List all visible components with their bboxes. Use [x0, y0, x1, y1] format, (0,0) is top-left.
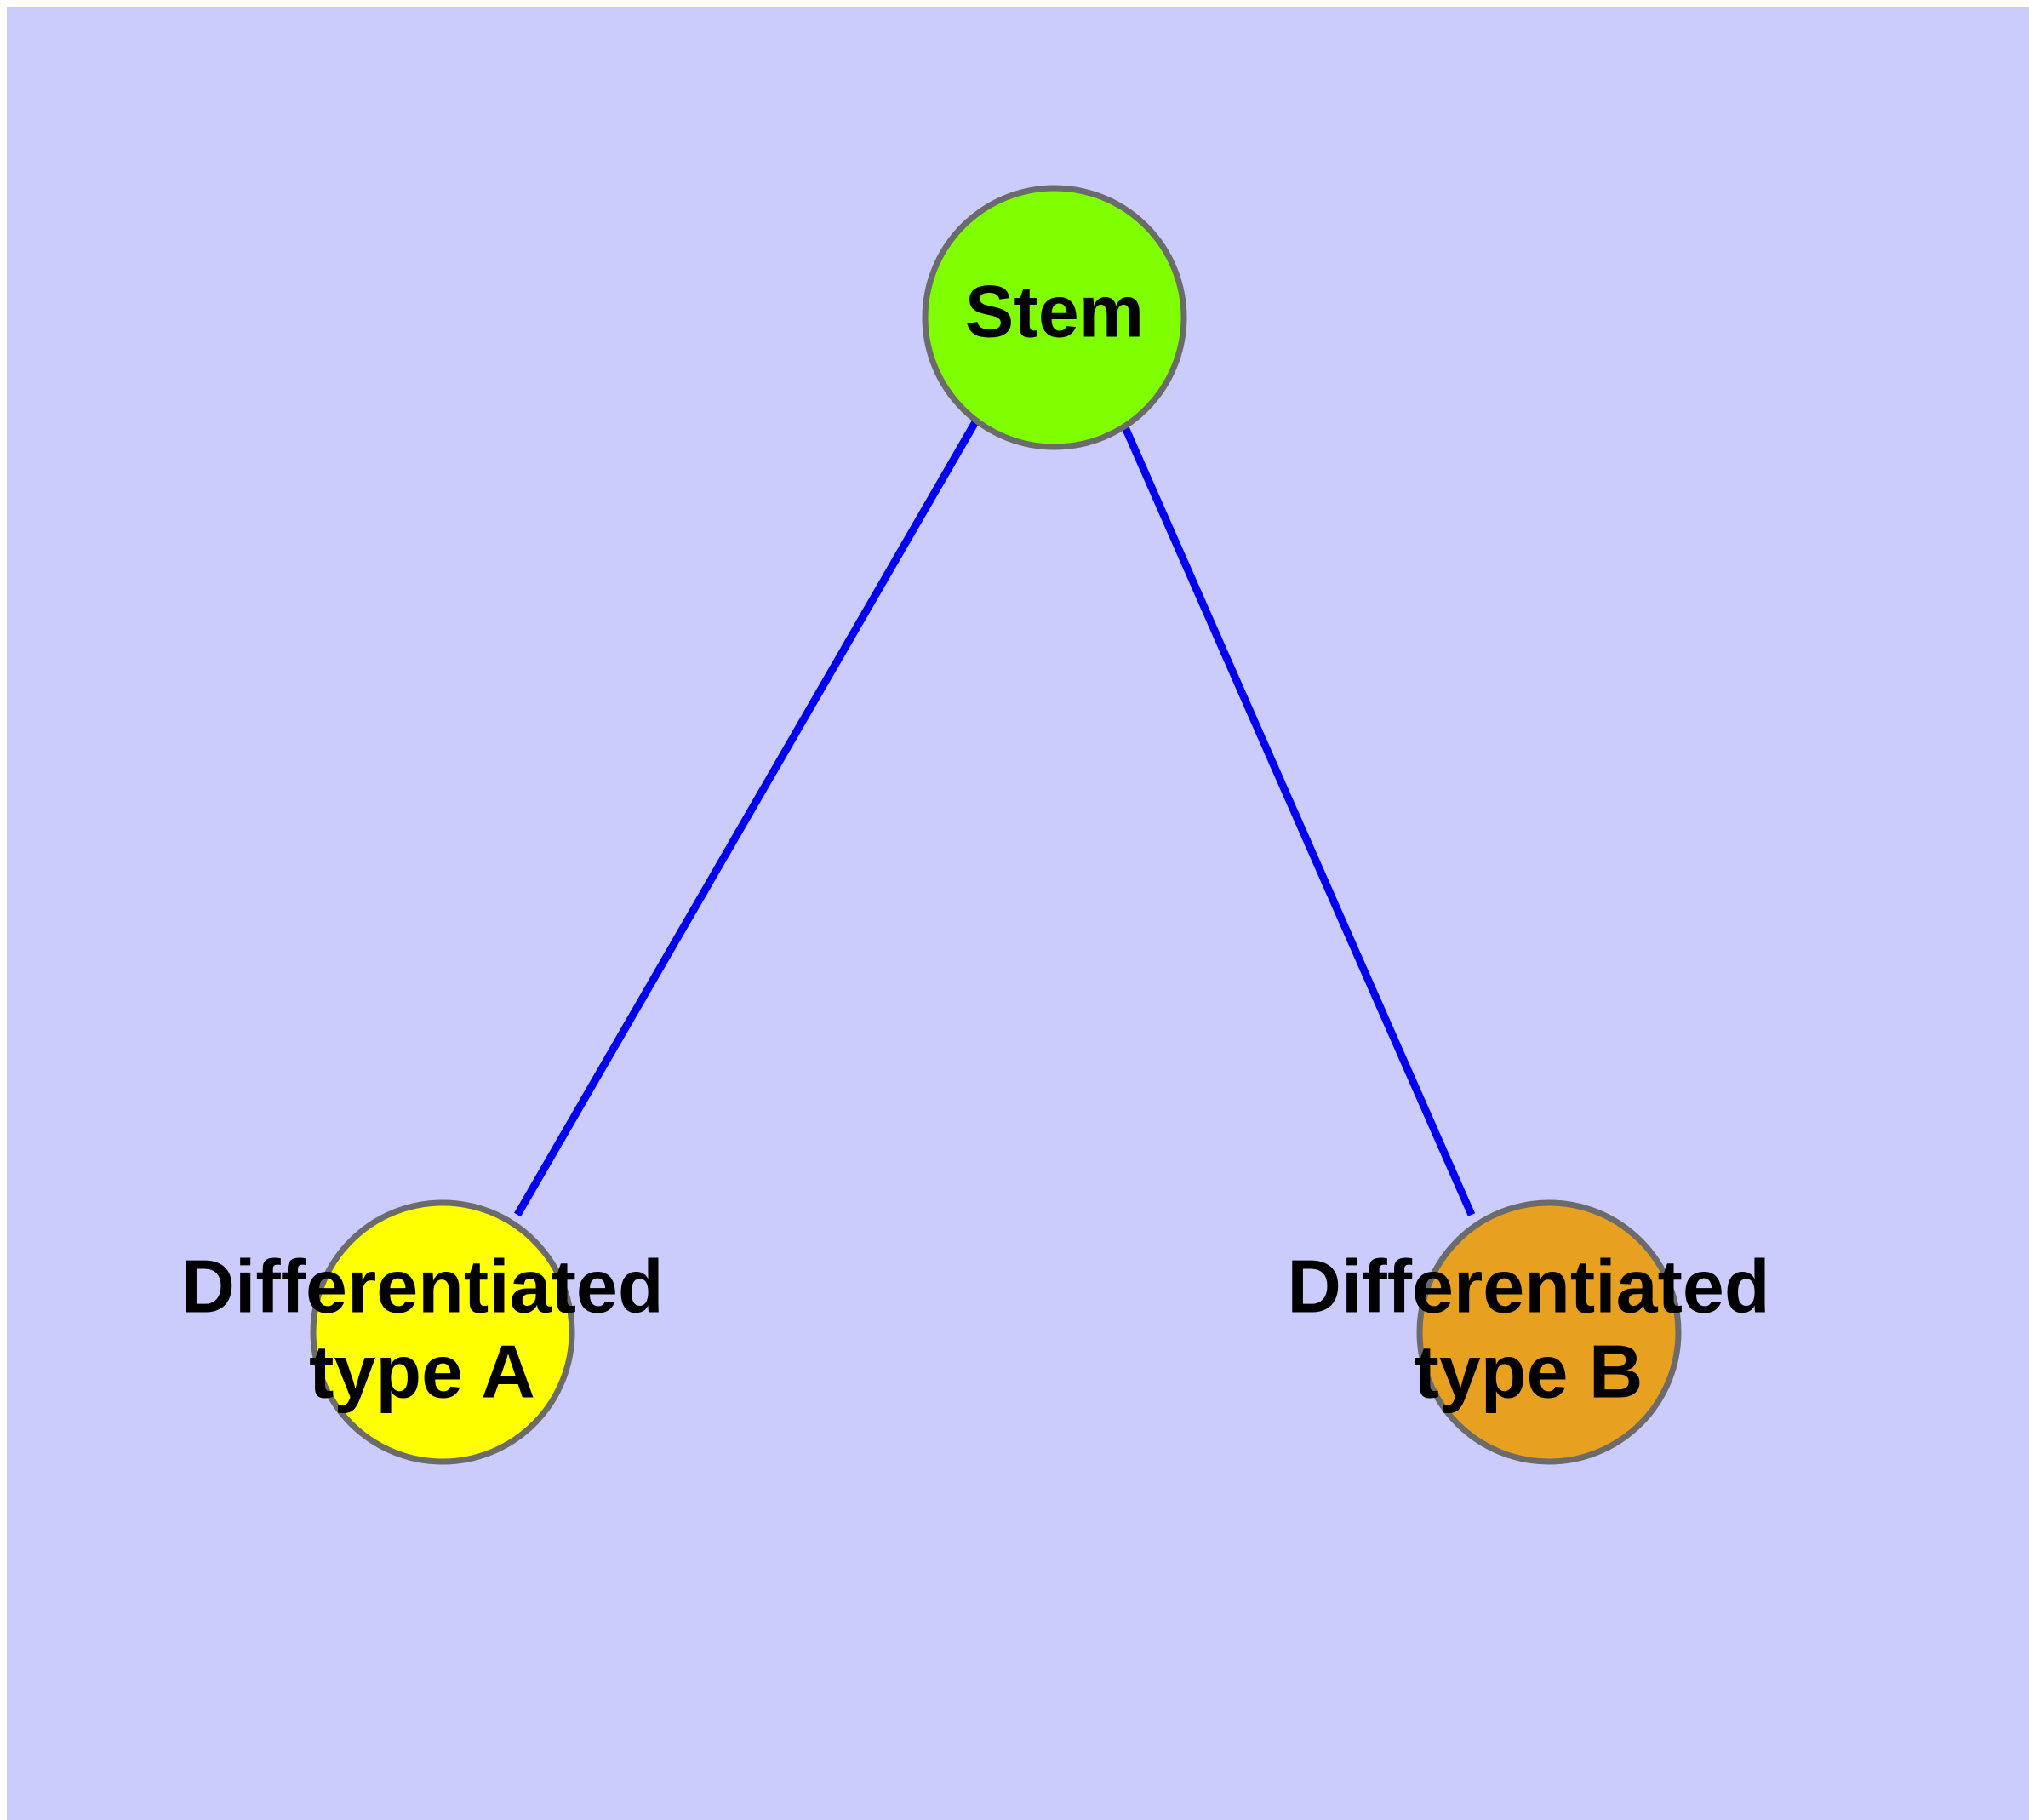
node-differentiated-type-b-circle[interactable]	[1416, 1199, 1682, 1465]
node-stem-circle[interactable]	[922, 185, 1187, 450]
edge-layer	[514, 418, 1476, 1217]
node-layer: Stem Differentiated type A Differentiate…	[180, 185, 1770, 1465]
node-differentiated-type-b-label-line2: type B	[1415, 1329, 1643, 1413]
node-differentiated-type-a-circle[interactable]	[310, 1199, 575, 1465]
node-differentiated-type-a-label-line1: Differentiated	[180, 1244, 663, 1328]
edge-stem-to-differentiated-type-b[interactable]	[1121, 426, 1476, 1216]
node-differentiated-type-b-label-line1: Differentiated	[1287, 1244, 1769, 1328]
node-stem-label: Stem	[965, 272, 1144, 353]
edge-stem-to-differentiated-type-a[interactable]	[514, 418, 980, 1217]
node-stem[interactable]: Stem	[922, 185, 1187, 450]
node-differentiated-type-b[interactable]: Differentiated type B	[1287, 1199, 1770, 1465]
node-differentiated-type-a-label-line2: type A	[309, 1329, 535, 1413]
node-differentiated-type-a[interactable]: Differentiated type A	[180, 1199, 664, 1465]
